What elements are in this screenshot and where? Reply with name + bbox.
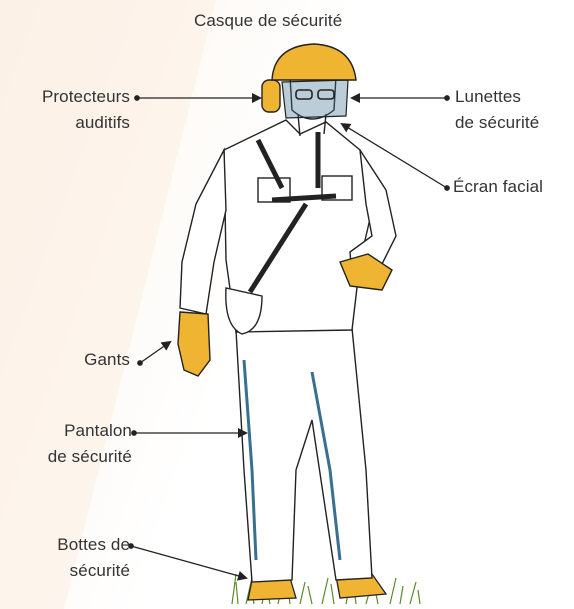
label-hearing-protectors-line1: Protecteurs [42, 86, 130, 108]
label-helmet: Casque de sécurité [194, 10, 342, 32]
label-safety-glasses-line1: Lunettes [455, 86, 521, 108]
safety-helmet [272, 44, 356, 80]
ear-muffs [262, 80, 280, 112]
label-boots-line1: Bottes de [57, 534, 130, 556]
pants [236, 328, 372, 582]
label-hearing-protectors-line2: auditifs [75, 112, 130, 134]
label-safety-glasses-line2: de sécurité [455, 112, 539, 134]
face-shield [282, 80, 348, 118]
label-pants-line2: de sécurité [48, 446, 132, 468]
shirt [180, 120, 396, 332]
label-face-shield: Écran facial [453, 176, 543, 198]
label-boots-line2: sécurité [70, 560, 130, 582]
label-gloves: Gants [84, 349, 130, 371]
label-pants-line1: Pantalon [64, 420, 132, 442]
